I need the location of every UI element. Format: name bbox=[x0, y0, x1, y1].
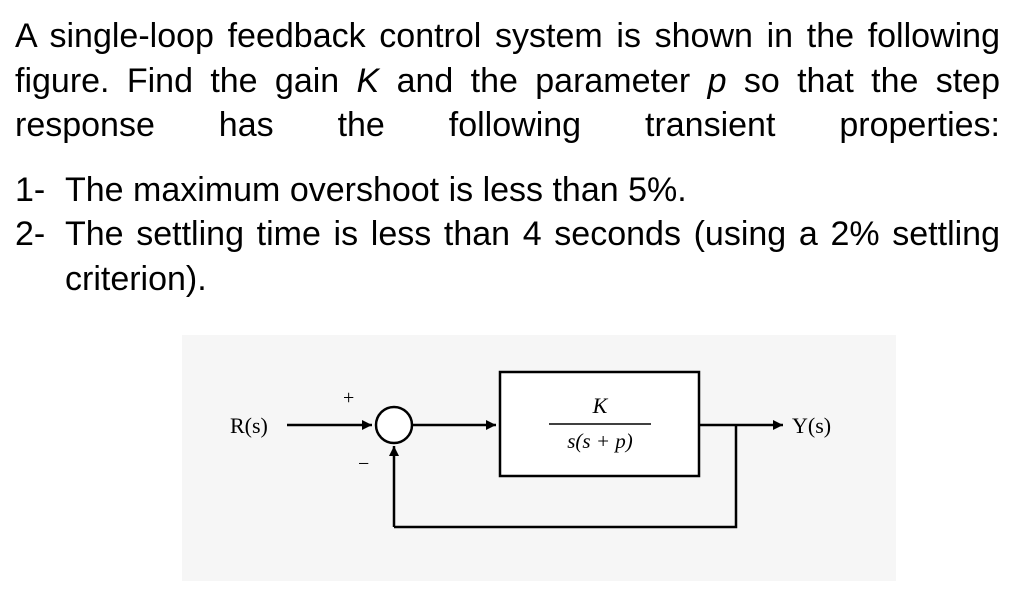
list-number: 2- bbox=[15, 215, 46, 253]
minus-sign: − bbox=[358, 453, 369, 475]
problem-statement: A single-loop feedback control system is… bbox=[15, 17, 1000, 144]
input-label: R(s) bbox=[230, 413, 268, 438]
parameter-symbol: p bbox=[707, 61, 727, 100]
list-number: 1- bbox=[15, 171, 46, 209]
list-text: The settling time is less than 4 seconds… bbox=[65, 215, 1000, 298]
plant-numerator: K bbox=[592, 393, 609, 418]
plant-denominator: s(s + p) bbox=[567, 429, 633, 453]
gain-symbol: K bbox=[356, 61, 380, 100]
output-label: Y(s) bbox=[792, 413, 831, 438]
list-text: The maximum overshoot is less than 5%. bbox=[65, 171, 687, 209]
summing-junction bbox=[374, 405, 414, 445]
plus-sign: + bbox=[343, 387, 354, 409]
feedback-path bbox=[394, 425, 738, 529]
